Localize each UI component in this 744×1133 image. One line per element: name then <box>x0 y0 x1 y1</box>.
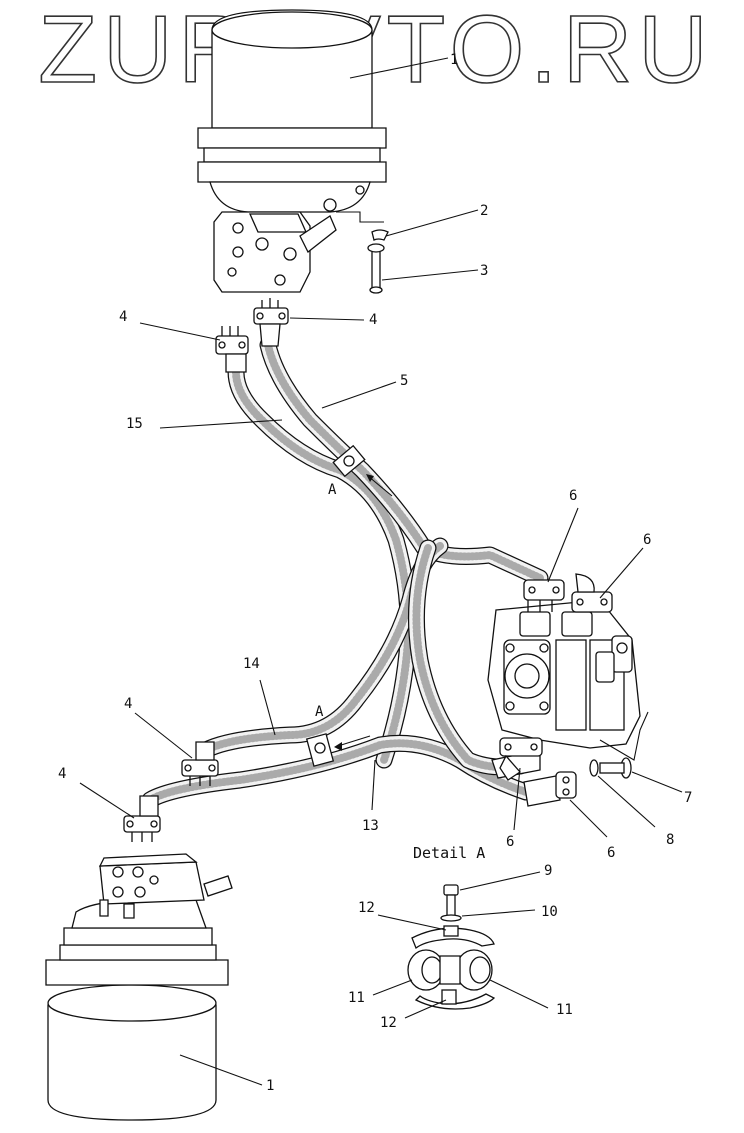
callout-8: 8 <box>666 832 674 848</box>
fitting-upper-1 <box>523 579 565 612</box>
flange-upper-right <box>253 298 289 347</box>
callout-4-lower-2: 4 <box>58 766 66 782</box>
callout-9: 9 <box>544 863 552 879</box>
callout-15: 15 <box>126 416 143 432</box>
fitting-lower-2 <box>523 771 577 807</box>
bottom-travel-motor <box>45 853 233 1121</box>
callout-7: 7 <box>684 790 692 806</box>
flange-lower-1 <box>181 741 219 786</box>
upper-hose-15 <box>227 363 417 769</box>
callout-6-lower-2: 6 <box>607 845 615 861</box>
callout-4-lower-1: 4 <box>124 696 132 712</box>
section-mark-a-lower: A <box>315 704 324 720</box>
callout-4-upper-right: 4 <box>369 312 377 328</box>
flange-lower-2 <box>123 795 161 842</box>
bolt-part-3 <box>367 243 385 294</box>
callout-6-lower-1: 6 <box>506 834 514 850</box>
callout-11-left: 11 <box>348 990 365 1006</box>
callout-3: 3 <box>480 263 488 279</box>
section-mark-a-upper: A <box>328 482 337 498</box>
callout-10: 10 <box>541 904 558 920</box>
callout-13: 13 <box>362 818 379 834</box>
detail-caption: Detail A <box>413 844 485 862</box>
callout-4-upper-left: 4 <box>119 309 127 325</box>
flange-upper-left <box>215 326 249 373</box>
callout-1-bottom: 1 <box>266 1078 274 1094</box>
oring-part-8 <box>589 759 599 777</box>
leader-lines <box>79 57 683 1086</box>
detail-a-assembly <box>407 884 496 1010</box>
cross-hose <box>407 539 529 776</box>
callout-14: 14 <box>243 656 260 672</box>
callout-12-top: 12 <box>358 900 375 916</box>
callout-12-bottom: 12 <box>380 1015 397 1031</box>
callout-5: 5 <box>400 373 408 389</box>
fitting-lower-1 <box>499 737 543 781</box>
pin-part-2 <box>371 229 389 241</box>
clamp-upper-a <box>332 444 393 497</box>
callout-1-top: 1 <box>450 52 458 68</box>
callout-6-upper-2: 6 <box>643 532 651 548</box>
callout-11-right: 11 <box>556 1002 573 1018</box>
watermark: ZURAVTO.RU <box>38 0 713 103</box>
callout-6-upper-1: 6 <box>569 488 577 504</box>
clamp-lower-a <box>305 733 371 767</box>
plug-part-7 <box>599 757 632 779</box>
callout-2: 2 <box>480 203 488 219</box>
top-travel-motor <box>197 9 387 293</box>
fitting-upper-2 <box>571 573 613 613</box>
